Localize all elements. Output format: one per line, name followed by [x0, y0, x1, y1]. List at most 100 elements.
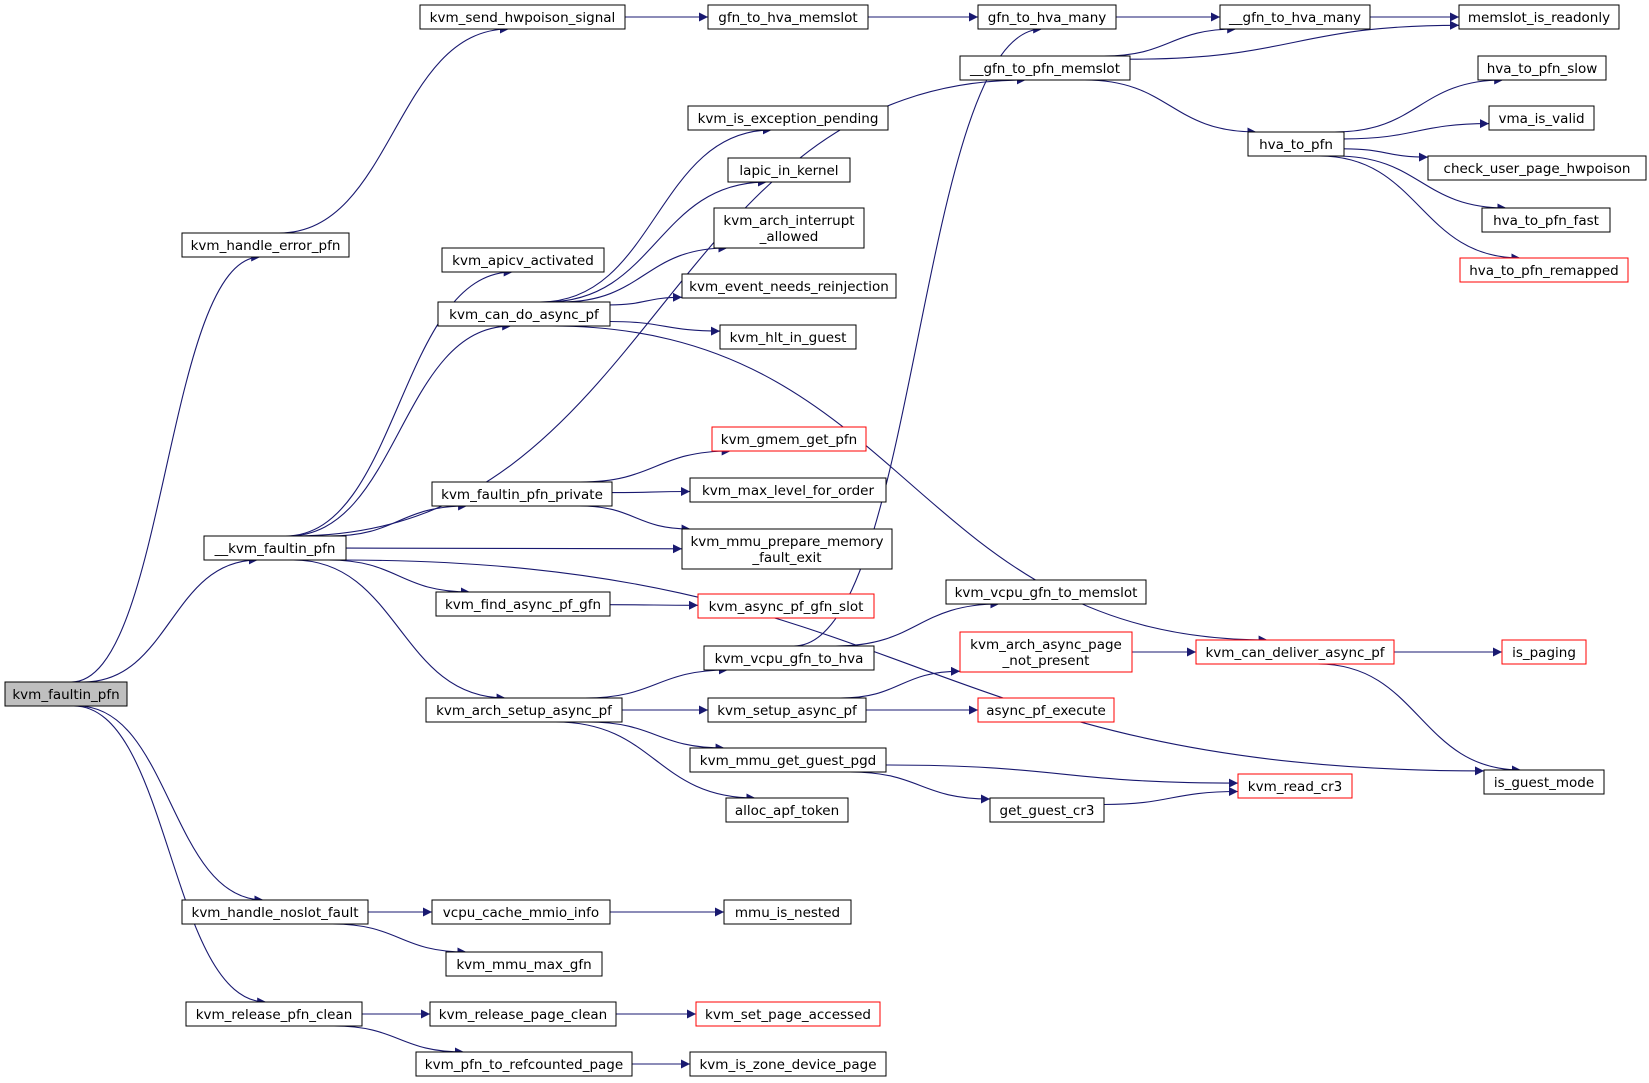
node-__gfn_to_pfn_memslot[interactable]: __gfn_to_pfn_memslot	[959, 55, 1131, 81]
node-check_user_page_hwpoison[interactable]: check_user_page_hwpoison	[1427, 155, 1647, 181]
node-label: check_user_page_hwpoison	[1444, 161, 1631, 177]
node-box	[1458, 4, 1620, 30]
node-kvm_mmu_max_gfn[interactable]: kvm_mmu_max_gfn	[445, 951, 603, 977]
node-label: kvm_release_page_clean	[439, 1007, 607, 1023]
node-kvm_pfn_to_refcounted_page[interactable]: kvm_pfn_to_refcounted_page	[415, 1051, 633, 1077]
edge-kvm_handle_noslot_fault-to-kvm_mmu_max_gfn	[332, 923, 467, 957]
node-kvm_gmem_get_pfn[interactable]: kvm_gmem_get_pfn	[711, 426, 867, 452]
node-__kvm_faultin_pfn[interactable]: __kvm_faultin_pfn	[203, 535, 347, 561]
node-label: kvm_faultin_pfn_private	[441, 487, 603, 503]
node-label: kvm_mmu_prepare_memory	[690, 534, 883, 550]
node-label: is_guest_mode	[1494, 775, 1594, 791]
node-box	[1483, 769, 1605, 795]
node-kvm_hlt_in_guest[interactable]: kvm_hlt_in_guest	[719, 324, 857, 350]
node-box	[1219, 4, 1371, 30]
node-kvm_send_hwpoison_signal[interactable]: kvm_send_hwpoison_signal	[419, 4, 626, 30]
node-lapic_in_kernel[interactable]: lapic_in_kernel	[727, 157, 851, 183]
node-memslot_is_readonly[interactable]: memslot_is_readonly	[1458, 4, 1620, 30]
node-label: kvm_vcpu_gfn_to_hva	[715, 651, 864, 667]
edge-kvm_can_deliver_async_pf-to-is_guest_mode	[1317, 663, 1522, 775]
node-kvm_release_page_clean[interactable]: kvm_release_page_clean	[429, 1001, 617, 1027]
node-kvm_can_deliver_async_pf[interactable]: kvm_can_deliver_async_pf	[1195, 639, 1395, 665]
node-label: __gfn_to_hva_many	[1228, 10, 1361, 26]
node-kvm_is_zone_device_page[interactable]: kvm_is_zone_device_page	[689, 1051, 887, 1077]
node-label: gfn_to_hva_memslot	[718, 10, 857, 26]
node-label: kvm_is_exception_pending	[698, 111, 879, 127]
node-kvm_can_do_async_pf[interactable]: kvm_can_do_async_pf	[437, 301, 611, 327]
node-box	[727, 157, 851, 183]
edge-kvm_can_do_async_pf-to-kvm_event_needs_reinjection	[609, 292, 683, 306]
node-label: is_paging	[1512, 645, 1576, 661]
edge-get_guest_cr3-to-kvm_read_cr3	[1103, 787, 1239, 806]
node-box	[1247, 131, 1345, 157]
node-label: kvm_event_needs_reinjection	[689, 279, 889, 295]
node-kvm_faultin_pfn: kvm_faultin_pfn	[4, 681, 128, 707]
node-vcpu_cache_mmio_info[interactable]: vcpu_cache_mmio_info	[431, 899, 611, 925]
node-kvm_mmu_get_guest_pgd[interactable]: kvm_mmu_get_guest_pgd	[689, 747, 887, 773]
node-alloc_apf_token[interactable]: alloc_apf_token	[725, 797, 849, 823]
edge-kvm_arch_setup_async_pf-to-kvm_mmu_get_guest_pgd	[587, 721, 725, 753]
node-kvm_handle_error_pfn[interactable]: kvm_handle_error_pfn	[181, 232, 350, 258]
node-label: async_pf_execute	[986, 703, 1106, 719]
node-async_pf_execute[interactable]: async_pf_execute	[977, 697, 1115, 723]
node-label: kvm_arch_interrupt	[723, 213, 854, 229]
node-is_paging[interactable]: is_paging	[1501, 639, 1587, 665]
node-label: kvm_arch_setup_async_pf	[436, 703, 613, 719]
node-label: _fault_exit	[751, 550, 821, 566]
node-hva_to_pfn[interactable]: hva_to_pfn	[1247, 131, 1345, 157]
node-kvm_arch_interrupt_allowed[interactable]: kvm_arch_interrupt_allowed	[713, 207, 865, 249]
node-label: kvm_handle_noslot_fault	[192, 905, 359, 921]
node-kvm_mmu_prepare_memory_fault_exit[interactable]: kvm_mmu_prepare_memory_fault_exit	[681, 528, 893, 570]
node-kvm_vcpu_gfn_to_hva[interactable]: kvm_vcpu_gfn_to_hva	[703, 645, 875, 671]
edge-kvm_handle_error_pfn-to-kvm_send_hwpoison_signal	[278, 24, 510, 234]
node-kvm_release_pfn_clean[interactable]: kvm_release_pfn_clean	[185, 1001, 363, 1027]
node-box	[707, 697, 867, 723]
edge-__kvm_faultin_pfn-to-kvm_apicv_activated	[285, 267, 513, 537]
edge-__kvm_faultin_pfn-to-__gfn_to_pfn_memslot	[294, 75, 1026, 537]
node-kvm_handle_noslot_fault[interactable]: kvm_handle_noslot_fault	[181, 899, 369, 925]
edge-__kvm_faultin_pfn-to-is_guest_mode	[340, 559, 1485, 776]
node-kvm_setup_async_pf[interactable]: kvm_setup_async_pf	[707, 697, 867, 723]
node-box	[181, 899, 369, 925]
node-kvm_set_page_accessed[interactable]: kvm_set_page_accessed	[695, 1001, 881, 1027]
node-__gfn_to_hva_many[interactable]: __gfn_to_hva_many	[1219, 4, 1371, 30]
node-gfn_to_hva_many[interactable]: gfn_to_hva_many	[977, 4, 1117, 30]
node-is_guest_mode[interactable]: is_guest_mode	[1483, 769, 1605, 795]
node-get_guest_cr3[interactable]: get_guest_cr3	[989, 797, 1105, 823]
node-box	[689, 1051, 887, 1077]
node-gfn_to_hva_memslot[interactable]: gfn_to_hva_memslot	[707, 4, 869, 30]
node-hva_to_pfn_remapped[interactable]: hva_to_pfn_remapped	[1459, 257, 1629, 283]
node-label: kvm_send_hwpoison_signal	[430, 10, 616, 26]
node-hva_to_pfn_fast[interactable]: hva_to_pfn_fast	[1481, 207, 1611, 233]
node-kvm_vcpu_gfn_to_memslot[interactable]: kvm_vcpu_gfn_to_memslot	[945, 579, 1147, 605]
node-label: kvm_mmu_max_gfn	[456, 957, 591, 973]
node-kvm_arch_setup_async_pf[interactable]: kvm_arch_setup_async_pf	[425, 697, 623, 723]
node-kvm_faultin_pfn_private[interactable]: kvm_faultin_pfn_private	[431, 481, 613, 507]
node-box	[687, 105, 889, 131]
node-box	[689, 747, 887, 773]
edge-__kvm_faultin_pfn-to-kvm_faultin_pfn_private	[329, 501, 468, 537]
node-kvm_find_async_pf_gfn[interactable]: kvm_find_async_pf_gfn	[435, 591, 611, 617]
node-label: __gfn_to_pfn_memslot	[969, 61, 1120, 77]
node-box	[681, 528, 893, 570]
node-kvm_arch_async_page_not_present[interactable]: kvm_arch_async_page_not_present	[959, 631, 1133, 673]
node-label: hva_to_pfn_fast	[1493, 213, 1599, 229]
node-kvm_event_needs_reinjection[interactable]: kvm_event_needs_reinjection	[681, 273, 897, 299]
edge-kvm_faultin_pfn-to-kvm_release_pfn_clean	[73, 705, 267, 1007]
node-kvm_apicv_activated[interactable]: kvm_apicv_activated	[441, 247, 605, 273]
edge-kvm_faultin_pfn_private-to-kvm_mmu_prepare_memory_fault_exit	[579, 505, 691, 534]
node-box	[697, 593, 875, 619]
node-box	[725, 797, 849, 823]
node-kvm_async_pf_gfn_slot[interactable]: kvm_async_pf_gfn_slot	[697, 593, 875, 619]
node-kvm_max_level_for_order[interactable]: kvm_max_level_for_order	[689, 477, 887, 503]
edge-__kvm_faultin_pfn-to-kvm_arch_setup_async_pf	[293, 559, 506, 703]
node-kvm_read_cr3[interactable]: kvm_read_cr3	[1237, 773, 1353, 799]
node-label: kvm_setup_async_pf	[717, 703, 858, 719]
node-vma_is_valid[interactable]: vma_is_valid	[1488, 105, 1595, 131]
node-mmu_is_nested[interactable]: mmu_is_nested	[723, 899, 852, 925]
edge-kvm_arch_setup_async_pf-to-kvm_vcpu_gfn_to_hva	[585, 665, 728, 699]
node-box	[4, 681, 128, 707]
node-hva_to_pfn_slow[interactable]: hva_to_pfn_slow	[1477, 55, 1607, 81]
node-kvm_is_exception_pending[interactable]: kvm_is_exception_pending	[687, 105, 889, 131]
node-box	[203, 535, 347, 561]
